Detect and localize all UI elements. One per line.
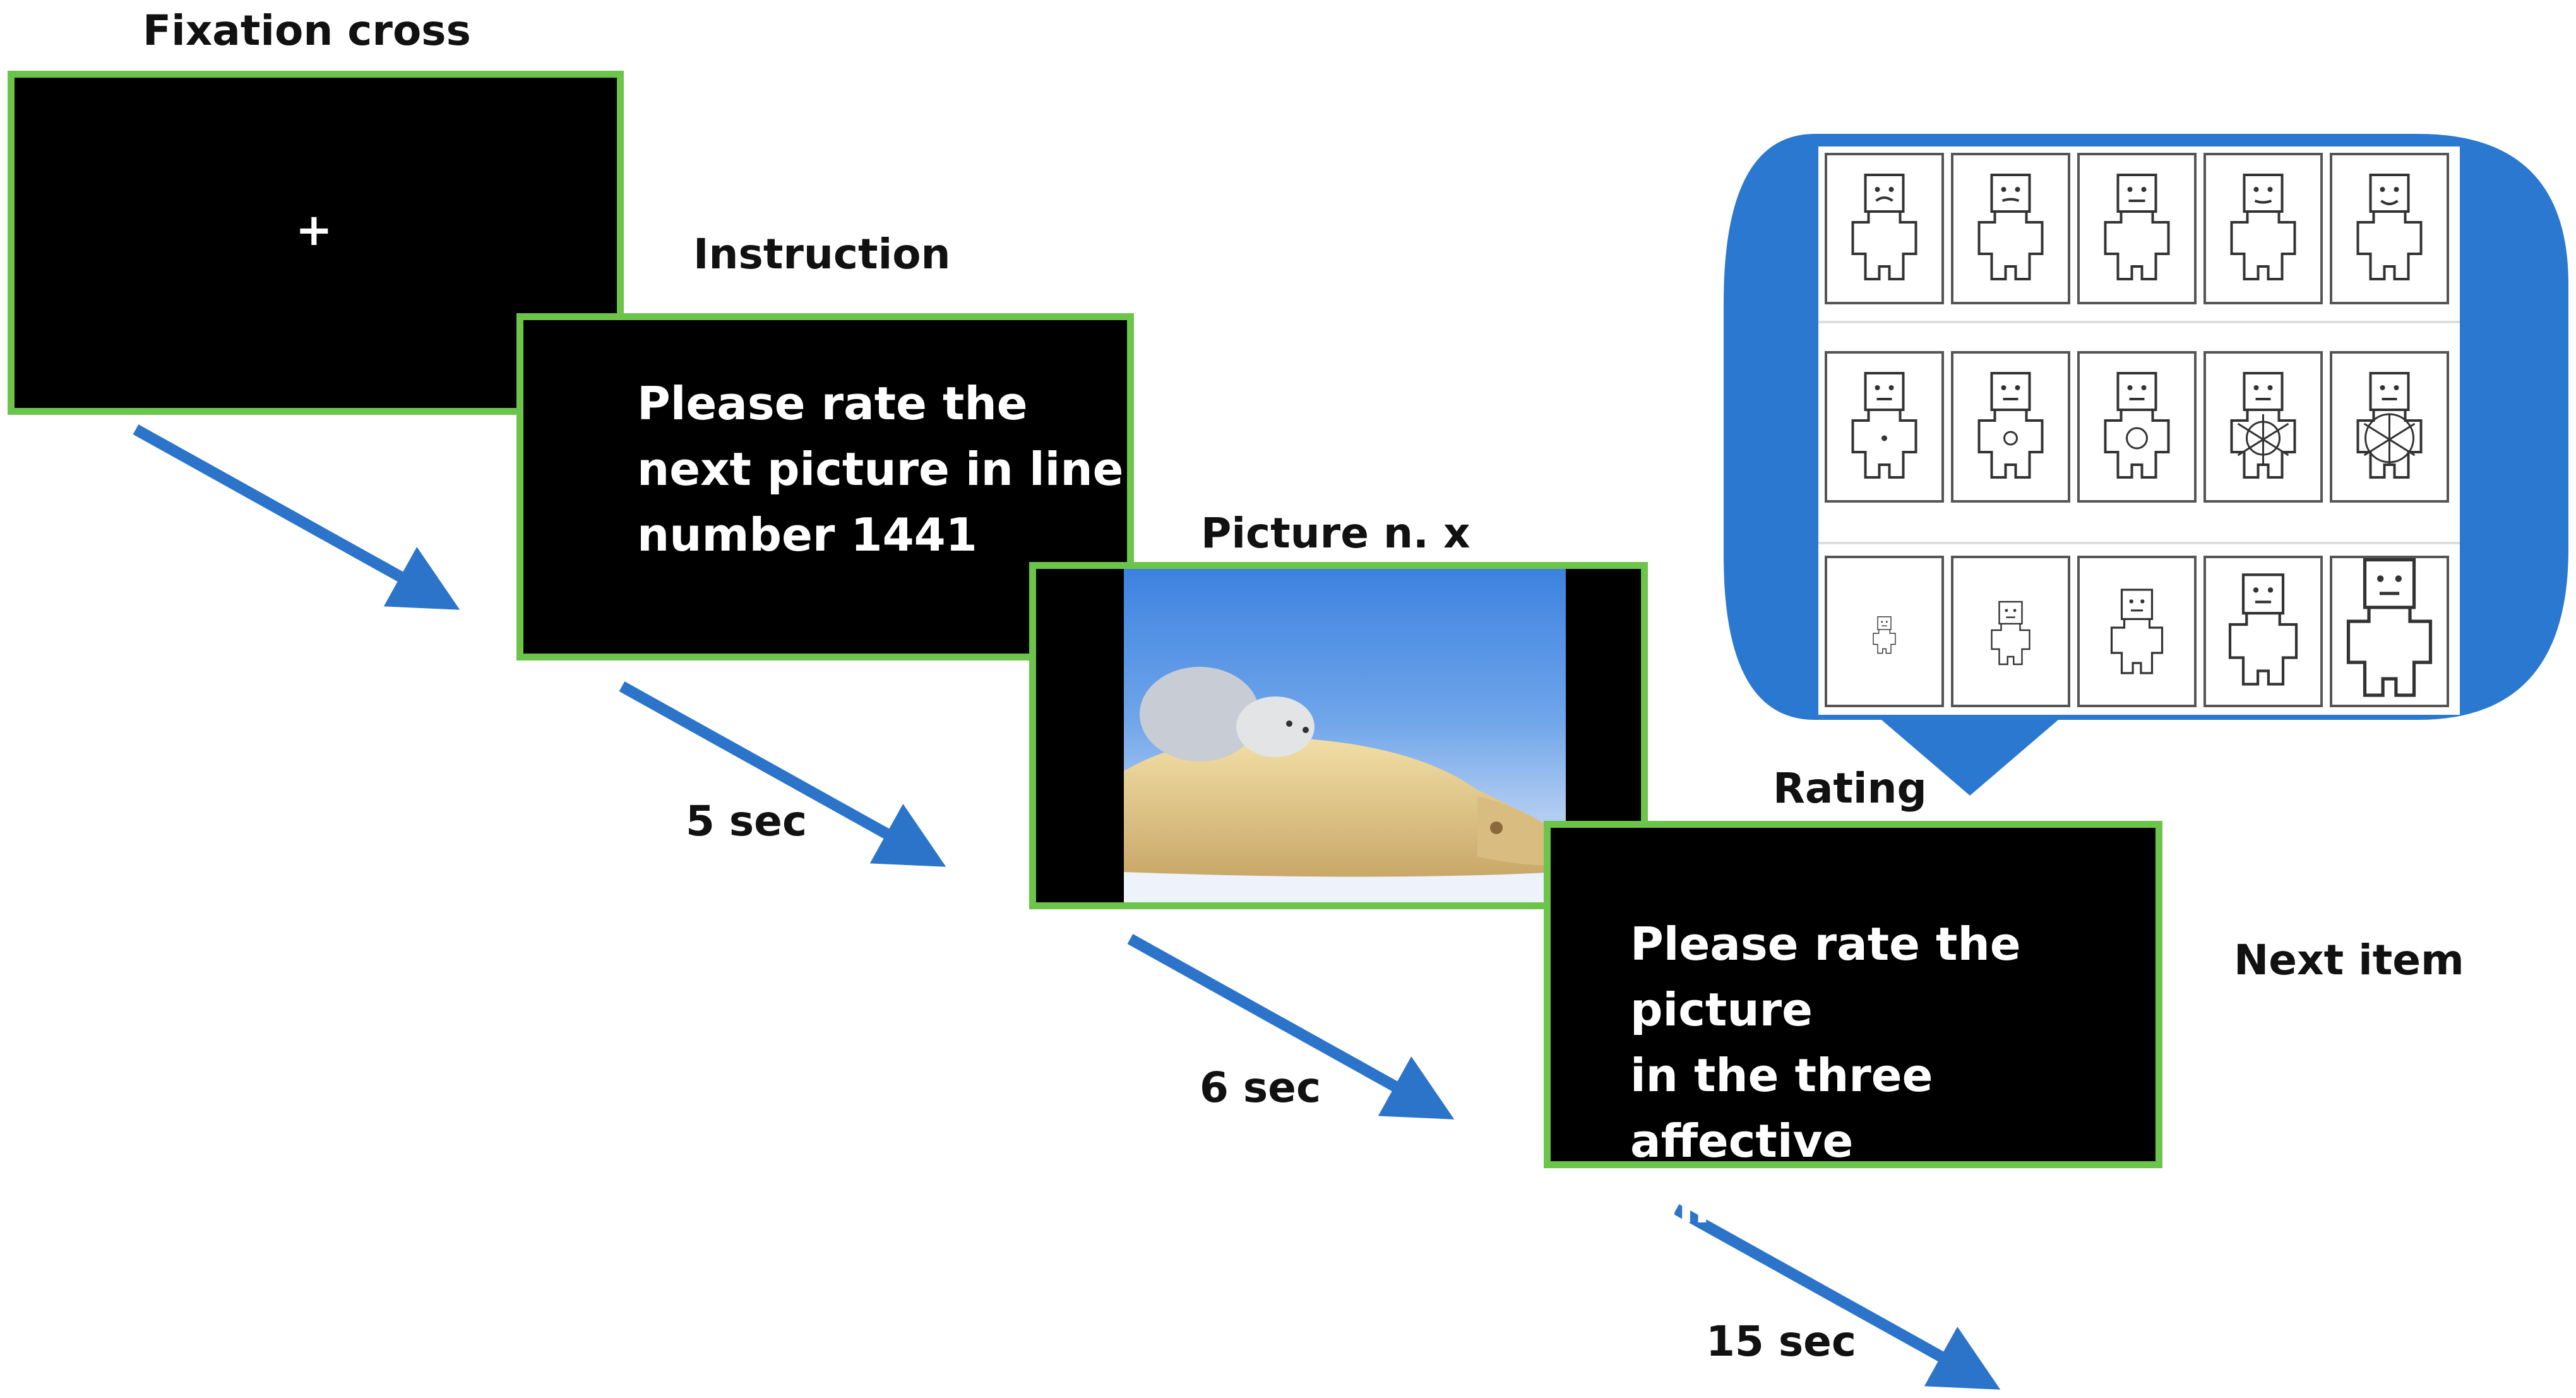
- instruction-duration: 5 sec: [686, 797, 808, 845]
- picture-duration: 6 sec: [1200, 1063, 1321, 1112]
- sam-figure-arousal-5: [2330, 351, 2449, 503]
- rating-line: Please rate the picture: [1630, 917, 2021, 1036]
- polar-bear-photo: [1124, 569, 1566, 902]
- instruction-screen: Please rate the next picture in line num…: [516, 313, 1134, 660]
- sam-figure-dominance-5: [2330, 556, 2449, 707]
- arrow-3: [1127, 934, 1455, 1120]
- sam-figure-grid: [1825, 153, 2449, 707]
- sam-figure-dominance-1: [1825, 556, 1944, 707]
- fixation-title: Fixation cross: [143, 6, 471, 55]
- instruction-line: next picture in line: [637, 443, 1124, 496]
- sam-figure-valence-4: [2203, 153, 2323, 304]
- sam-figure-dominance-2: [1951, 556, 2070, 707]
- sam-figure-arousal-1: [1825, 351, 1944, 503]
- sam-figure-valence-5: [2330, 153, 2449, 304]
- sam-figure-dominance-3: [2077, 556, 2197, 707]
- rating-text: Please rate the picture in the three aff…: [1630, 911, 2156, 1240]
- next-item-label: Next item: [2234, 936, 2464, 984]
- instruction-text: Please rate the next picture in line num…: [637, 371, 1123, 568]
- rating-screen: Please rate the picture in the three aff…: [1544, 821, 2162, 1233]
- sam-figure-arousal-4: [2203, 351, 2323, 503]
- instruction-title: Instruction: [693, 230, 951, 278]
- sam-figure-valence-1: [1825, 153, 1944, 304]
- arrow-1: [133, 424, 460, 610]
- rating-title: Rating: [1773, 764, 1927, 813]
- fixation-cross: +: [295, 204, 333, 256]
- sam-figure-arousal-2: [1951, 351, 2070, 503]
- sam-figure-valence-3: [2077, 153, 2197, 304]
- picture-title: Picture n. x: [1201, 509, 1470, 558]
- rating-duration: 15 sec: [1706, 1317, 1856, 1366]
- sam-figure-dominance-4: [2203, 556, 2323, 707]
- sam-figure-valence-2: [1951, 153, 2070, 304]
- rating-line: dimensions now: [1630, 1180, 2044, 1233]
- instruction-line: number 1441: [637, 508, 977, 561]
- sam-figure-arousal-3: [2077, 351, 2197, 503]
- arrow-4: [1673, 1204, 2001, 1390]
- arrow-2: [619, 681, 946, 867]
- rating-line: in the three affective: [1630, 1049, 1933, 1168]
- instruction-line: Please rate the: [637, 377, 1028, 430]
